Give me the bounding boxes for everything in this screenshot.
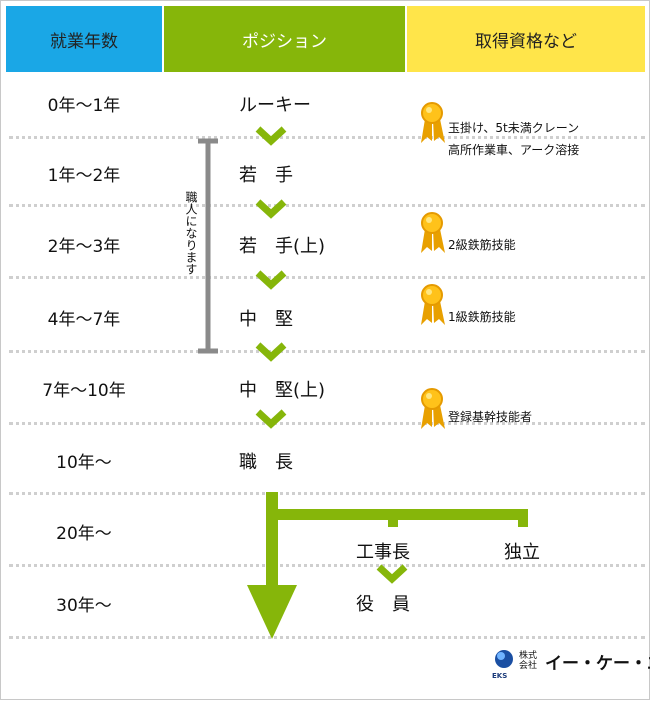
years-label: 20年〜 — [56, 524, 112, 544]
position-label: ルーキー — [239, 95, 311, 116]
branch-executive: 役 員 — [356, 594, 410, 615]
row-divider — [9, 204, 645, 207]
years-label: 4年〜7年 — [47, 310, 121, 330]
position-label: 中 堅 — [239, 309, 293, 330]
years-label: 0年〜1年 — [47, 96, 121, 116]
header-years: 就業年数 — [6, 6, 162, 72]
medal-icon — [421, 284, 445, 325]
craftsman-note: 職人になります — [184, 191, 198, 275]
years-label: 1年〜2年 — [47, 166, 121, 186]
qualification-text: 1級鉄筋技能 — [448, 310, 516, 324]
chevron-down-icon — [376, 564, 408, 584]
medal-icon — [421, 212, 445, 253]
eks-logo-icon — [495, 650, 513, 668]
chevron-down-icon — [255, 270, 287, 290]
career-flow-arrow — [247, 492, 528, 639]
position-label: 職 長 — [239, 452, 293, 473]
row-divider — [9, 350, 645, 353]
row-divider — [9, 636, 645, 639]
medal-icon — [421, 388, 445, 429]
row-divider — [9, 564, 645, 567]
chevron-down-icon — [255, 342, 287, 362]
years-label: 2年〜3年 — [47, 237, 121, 257]
header-position: ポジション — [164, 6, 405, 72]
qualification-text: 2級鉄筋技能 — [448, 238, 516, 252]
years-label: 7年〜10年 — [42, 381, 126, 401]
row-divider — [9, 276, 645, 279]
logo-prefix: 株式 会社 — [519, 651, 538, 671]
header-qualifications: 取得資格など — [407, 6, 645, 72]
qualification-text: 登録基幹技能者 — [448, 410, 533, 424]
position-label: 若 手 — [239, 165, 293, 186]
row-divider — [9, 136, 645, 139]
years-label: 10年〜 — [56, 453, 112, 473]
chevron-down-icon — [255, 409, 287, 429]
branch-construction-manager: 工事長 — [356, 542, 410, 563]
row-divider — [9, 422, 645, 425]
chevron-down-icon — [255, 126, 287, 146]
row-divider — [9, 492, 645, 495]
years-label: 30年〜 — [56, 596, 112, 616]
position-label: 若 手(上) — [239, 236, 326, 257]
qualification-text: 玉掛け、5t未満クレーン 高所作業車、アーク溶接 — [448, 121, 580, 157]
chevron-down-icon — [255, 199, 287, 219]
medal-icon — [421, 102, 445, 143]
branch-independent: 独立 — [504, 542, 540, 563]
craftsman-bracket — [198, 138, 218, 354]
position-label: 中 堅(上) — [239, 380, 326, 401]
logo-name: イー・ケー・エス — [545, 654, 650, 674]
logo-abbr: EKS — [492, 672, 508, 680]
